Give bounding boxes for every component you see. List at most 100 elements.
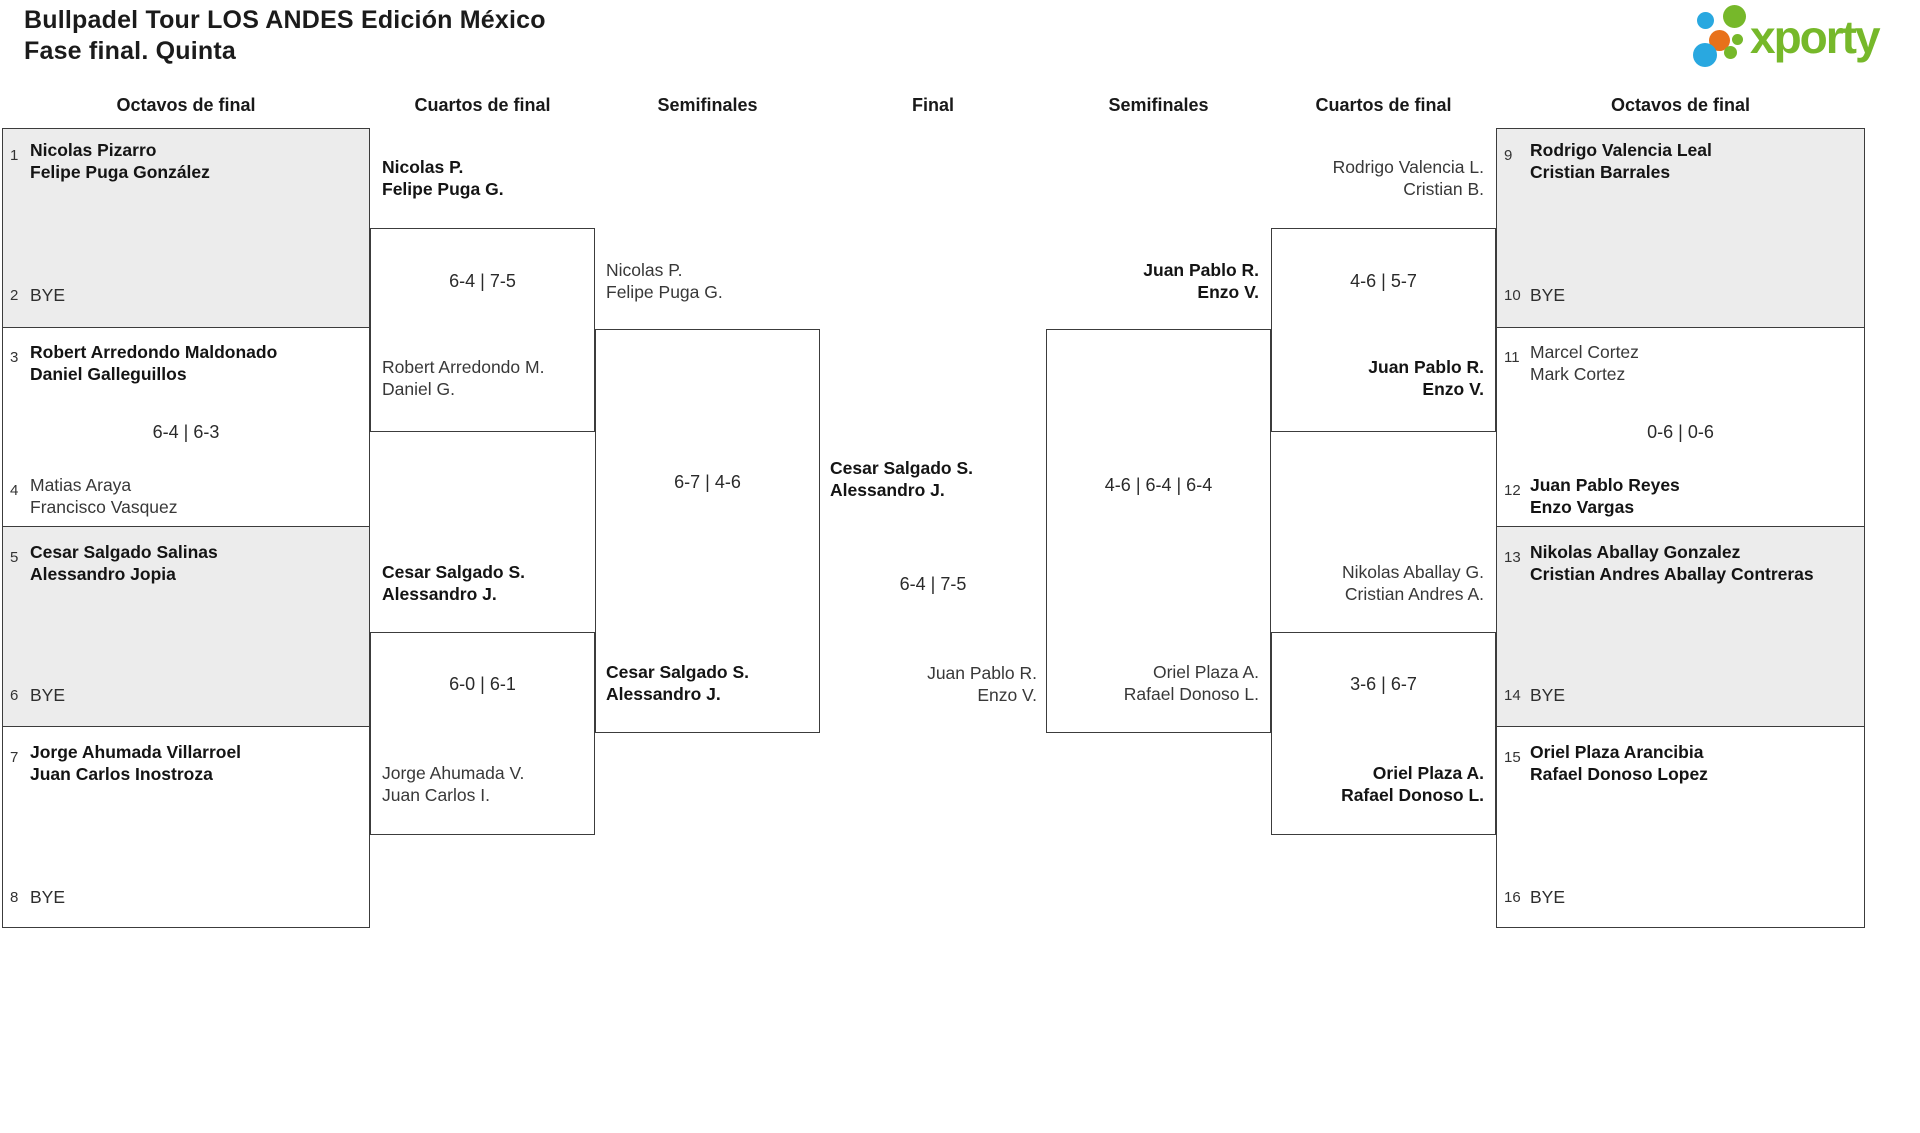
entry-seed-11: 11 Marcel Cortez Mark Cortez	[1504, 341, 1639, 385]
entry-seed-5: 5 Cesar Salgado Salinas Alessandro Jopia	[10, 541, 218, 585]
team-names: Oriel Plaza Arancibia Rafael Donoso Lope…	[1530, 741, 1708, 785]
seed-number: 5	[10, 549, 19, 566]
player-1: Robert Arredondo M.	[382, 357, 545, 377]
seed-number: 16	[1504, 889, 1521, 906]
player-2: Rafael Donoso L.	[1123, 684, 1259, 704]
entry-seed-9: 9 Rodrigo Valencia Leal Cristian Barrale…	[1504, 139, 1712, 183]
player-1: Cesar Salgado S.	[382, 562, 525, 582]
octavos-right-box-2	[1496, 327, 1865, 527]
page-title: Bullpadel Tour LOS ANDES Edición México …	[24, 5, 546, 67]
round-header-octavos-right: Octavos de final	[1610, 95, 1751, 115]
team-names: Robert Arredondo Maldonado Daniel Galleg…	[30, 341, 277, 385]
seed-number: 6	[10, 687, 19, 704]
cuartos-right-box-1	[1271, 228, 1496, 432]
round-header-cuartos-right: Cuartos de final	[1315, 95, 1452, 115]
player-1: Jorge Ahumada V.	[382, 763, 525, 783]
entry-seed-1: 1 Nicolas Pizarro Felipe Puga González	[10, 139, 210, 183]
player-2: Juan Carlos I.	[382, 785, 490, 805]
final-score: 6-4 | 7-5	[899, 574, 967, 594]
entry-seed-14: 14 BYE	[1504, 684, 1565, 706]
player-1: Jorge Ahumada Villarroel	[30, 742, 242, 762]
seed-number: 7	[10, 749, 19, 766]
cuartos-left-loser-2: Jorge Ahumada V. Juan Carlos I.	[382, 762, 524, 806]
title-line-2: Fase final. Quinta	[24, 37, 236, 65]
player-1: Nicolas P.	[606, 260, 683, 280]
cuartos-left-box-2	[370, 632, 595, 835]
player-2: Daniel Galleguillos	[30, 364, 187, 384]
team-names: Rodrigo Valencia Leal Cristian Barrales	[1530, 139, 1712, 183]
player-1: Nikolas Aballay G.	[1341, 562, 1484, 582]
team-names: Cesar Salgado Salinas Alessandro Jopia	[30, 541, 218, 585]
bye-label: BYE	[1530, 285, 1566, 305]
semis-left-team-top: Nicolas P. Felipe Puga G.	[606, 259, 723, 303]
player-1: Matias Araya	[30, 475, 132, 495]
semis-right-team-top: Juan Pablo R. Enzo V.	[1050, 259, 1259, 303]
seed-number: 10	[1504, 287, 1521, 304]
player-2: Cristian Andres Aballay Contreras	[1530, 564, 1814, 584]
semis-left-box	[595, 329, 820, 733]
team-names: Jorge Ahumada Villarroel Juan Carlos Ino…	[30, 741, 241, 785]
bye-label: BYE	[30, 285, 66, 305]
player-1: Juan Pablo R.	[1368, 357, 1484, 377]
entry-seed-12: 12 Juan Pablo Reyes Enzo Vargas	[1504, 474, 1680, 518]
bye-label: BYE	[1530, 685, 1566, 705]
seed-number: 4	[10, 482, 19, 499]
cuartos-right-winner-2: Oriel Plaza A. Rafael Donoso L.	[1271, 762, 1484, 806]
cuartos-left-winner-1: Nicolas P. Felipe Puga G.	[382, 156, 504, 200]
player-2: Daniel G.	[382, 379, 455, 399]
entry-seed-6: 6 BYE	[10, 684, 65, 706]
octavos-left-box-2	[2, 327, 370, 527]
match-score: 6-7 | 4-6	[674, 472, 741, 492]
xporty-logo: xporty	[1690, 0, 1915, 80]
semis-right-team-bottom: Oriel Plaza A. Rafael Donoso L.	[1050, 661, 1259, 705]
round-header-cuartos-left: Cuartos de final	[414, 95, 551, 115]
player-1: Juan Pablo R.	[1143, 260, 1259, 280]
player-2: Francisco Vasquez	[30, 497, 178, 517]
player-2: Rafael Donoso L.	[1341, 785, 1484, 805]
entry-seed-3: 3 Robert Arredondo Maldonado Daniel Gall…	[10, 341, 277, 385]
team-names: Juan Pablo Reyes Enzo Vargas	[1530, 474, 1680, 518]
match-score: 0-6 | 0-6	[1647, 422, 1714, 442]
logo-dot-orange-icon	[1709, 30, 1730, 51]
match-score: 6-0 | 6-1	[449, 674, 516, 694]
player-1: Robert Arredondo Maldonado	[30, 342, 278, 362]
entry-seed-4: 4 Matias Araya Francisco Vasquez	[10, 474, 178, 518]
logo-dot-blue-large-icon	[1693, 43, 1717, 67]
logo-wordmark: xporty	[1750, 11, 1881, 63]
player-1: Rodrigo Valencia Leal	[1530, 140, 1712, 160]
match-score: 4-6 | 6-4 | 6-4	[1104, 475, 1213, 495]
team-names: Nikolas Aballay Gonzalez Cristian Andres…	[1530, 541, 1814, 585]
player-2: Felipe Puga G.	[382, 179, 504, 199]
octavos-right-box-3	[1496, 526, 1865, 727]
player-2: Enzo Vargas	[1530, 497, 1635, 517]
semis-right-box	[1046, 329, 1271, 733]
logo-dot-blue-small-icon	[1697, 12, 1714, 29]
octavos-left-box-4	[2, 726, 370, 928]
seed-number: 15	[1504, 749, 1521, 766]
semis-left-team-bottom: Cesar Salgado S. Alessandro J.	[606, 661, 749, 705]
player-2: Alessandro J.	[382, 584, 497, 604]
entry-seed-2: 2 BYE	[10, 284, 65, 306]
octavos-left-box-3	[2, 526, 370, 727]
player-2: Enzo V.	[1197, 282, 1259, 302]
bye-label: BYE	[30, 887, 66, 907]
cuartos-right-loser-2: Nikolas Aballay G. Cristian Andres A.	[1271, 561, 1484, 605]
seed-number: 1	[10, 147, 19, 164]
seed-number: 9	[1504, 147, 1513, 164]
player-1: Rodrigo Valencia L.	[1332, 157, 1484, 177]
final-winner: Cesar Salgado S. Alessandro J.	[830, 457, 973, 501]
player-2: Enzo V.	[977, 685, 1037, 705]
player-2: Felipe Puga González	[30, 162, 210, 182]
player-2: Felipe Puga G.	[606, 282, 723, 302]
entry-seed-10: 10 BYE	[1504, 284, 1565, 306]
seed-number: 8	[10, 889, 19, 906]
octavos-right-box-1	[1496, 128, 1865, 328]
round-header-final: Final	[911, 95, 954, 115]
round-header-octavos-left: Octavos de final	[116, 95, 256, 115]
cuartos-right-loser-1: Rodrigo Valencia L. Cristian B.	[1271, 156, 1484, 200]
title-line-1: Bullpadel Tour LOS ANDES Edición México	[24, 6, 546, 34]
cuartos-left-winner-2: Cesar Salgado S. Alessandro J.	[382, 561, 525, 605]
final-runner-up: Juan Pablo R. Enzo V.	[820, 662, 1037, 706]
player-1: Oriel Plaza A.	[1372, 763, 1484, 783]
